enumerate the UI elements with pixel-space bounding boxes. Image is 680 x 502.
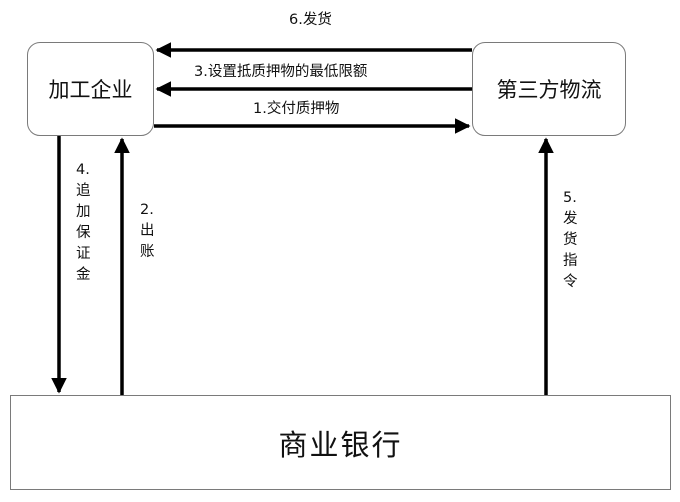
node-processing-enterprise: 加工企业: [27, 42, 154, 136]
node-processing-enterprise-label: 加工企业: [48, 78, 133, 102]
edge-label-deliver-collateral: 1.交付质押物: [253, 101, 340, 117]
edge-label-set-min: 3.设置抵质押物的最低限额: [194, 64, 368, 80]
edge-label-ship-order: 5.发货指令: [563, 188, 578, 293]
edge-label-disburse-text: 2.出账: [140, 202, 155, 260]
edge-label-disburse: 2.出账: [140, 200, 155, 263]
edge-label-add-deposit: 4.追加保证金: [76, 160, 91, 286]
node-commercial-bank: 商业银行: [10, 395, 671, 490]
edge-label-ship-order-text: 5.发货指令: [563, 190, 578, 290]
edge-label-ship: 6.发货: [289, 12, 332, 28]
edge-label-add-deposit-text: 4.追加保证金: [76, 162, 91, 283]
node-third-party-logistics-label: 第三方物流: [496, 78, 602, 102]
node-commercial-bank-label: 商业银行: [278, 427, 403, 462]
node-third-party-logistics: 第三方物流: [472, 42, 626, 136]
